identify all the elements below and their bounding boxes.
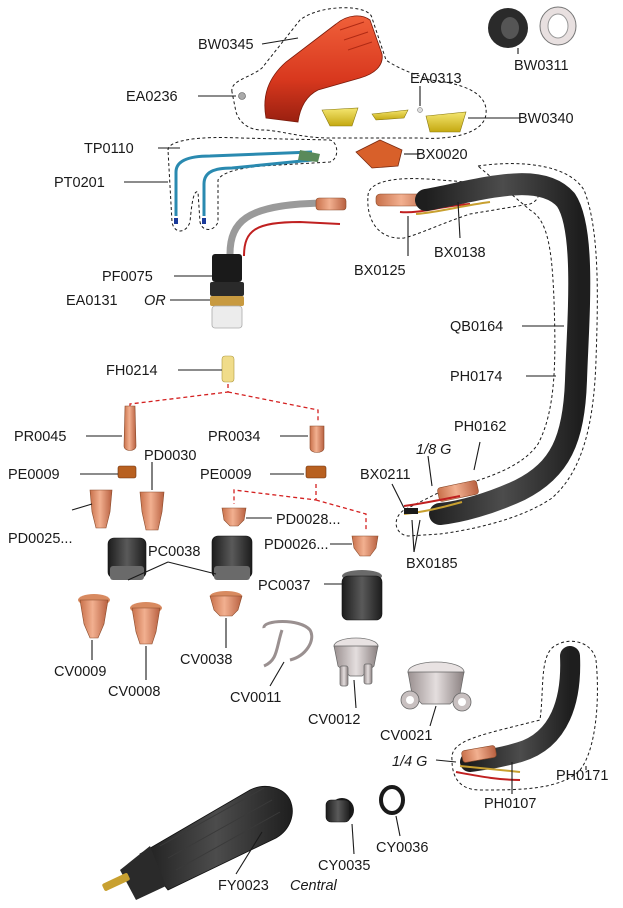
part-fh0214: [221, 355, 235, 383]
tubes-pt0201: [174, 150, 320, 224]
label-ph0171: PH0171: [556, 768, 608, 784]
leader-lines: [71, 37, 587, 875]
label-cv0009: CV0009: [54, 664, 106, 680]
nozzle-pd0026: [351, 535, 379, 557]
label-cy0035: CY0035: [318, 858, 370, 874]
hose-qb0164: [415, 173, 591, 525]
label-bw0340: BW0340: [518, 111, 574, 127]
shield-pc0037: [341, 570, 383, 621]
label-cv0012: CV0012: [308, 712, 360, 728]
label-fh0214: FH0214: [106, 363, 158, 379]
shield-pc0038-left: [107, 537, 147, 580]
label-ph0162: PH0162: [454, 419, 506, 435]
label-pr0034: PR0034: [208, 429, 260, 445]
cables-bx0185: [403, 495, 463, 515]
label-ea0236: EA0236: [126, 89, 178, 105]
part-pe0009-right: [305, 465, 327, 479]
label-pc0038: PC0038: [148, 544, 200, 560]
handle-bw0345: [264, 15, 383, 123]
label-pd0028: PD0028...: [276, 512, 341, 528]
label-pr0045: PR0045: [14, 429, 66, 445]
nozzle-pd0025: [89, 489, 113, 529]
label-bw0345: BW0345: [198, 37, 254, 53]
label-pt0201: PT0201: [54, 175, 105, 191]
label-ph0107: PH0107: [484, 796, 536, 812]
nozzle-pd0030: [139, 491, 165, 531]
clips-bw0340: [321, 107, 467, 133]
ring-cy0036: [379, 785, 405, 815]
label-bw0311: BW0311: [514, 58, 569, 74]
cap-cv0038: [209, 591, 243, 617]
label-cv0008: CV0008: [108, 684, 160, 700]
link-pe0009-pd0028-pd0026: [233, 484, 367, 530]
shield-pc0038-right: [211, 535, 253, 580]
label-fy0023: FY0023: [218, 878, 269, 894]
part-bx0020: [355, 139, 403, 169]
label-ea0131-suffix: OR: [144, 293, 166, 309]
label-cy0036: CY0036: [376, 840, 428, 856]
group-outline-bx0125: [367, 178, 539, 239]
label-ea0313: EA0313: [410, 71, 462, 87]
label-cv0021: CV0021: [380, 728, 432, 744]
label-ph0174: PH0174: [450, 369, 502, 385]
label-pe0009-left: PE0009: [8, 467, 60, 483]
spacer-cv0012: [333, 637, 379, 687]
label-qb0164: QB0164: [450, 319, 503, 335]
group-outline-handle: [231, 7, 487, 139]
cap-cv0009: [78, 594, 110, 639]
torch-body-pf0075: [210, 197, 347, 329]
spacer-cv0021: [400, 661, 472, 712]
label-pe0009-right: PE0009: [200, 467, 252, 483]
label-pc0037: PC0037: [258, 578, 310, 594]
label-cv0011: CV0011: [230, 690, 281, 706]
label-bx0138: BX0138: [434, 245, 486, 261]
nozzle-pd0028: [221, 507, 247, 527]
label-ea0131: EA0131: [66, 293, 118, 309]
group-outline-qb0164: [395, 163, 598, 537]
connector-fy0023: [102, 786, 293, 900]
electrode-pr0045: [123, 405, 137, 451]
label-pd0026: PD0026...: [264, 537, 329, 553]
label-pd0030: PD0030: [144, 448, 196, 464]
group-outline-tubes: [167, 137, 338, 232]
label-tp0110: TP0110: [84, 141, 134, 157]
part-pe0009-left: [117, 465, 137, 479]
link-fh0214-pr0045-pr0034: [129, 384, 319, 422]
label-pd0025: PD0025...: [8, 531, 73, 547]
label-bx0125: BX0125: [354, 263, 406, 279]
group-outline-ph0171: [451, 640, 598, 791]
electrode-pr0034: [309, 425, 325, 453]
cap-cv0008: [130, 602, 162, 645]
part-cy0035: [325, 798, 354, 823]
label-fy0023-suffix: Central: [290, 878, 338, 894]
part-labels: BW0345 EA0236 EA0313 BW0311 BW0340 TP011…: [8, 37, 608, 894]
label-bx0185: BX0185: [406, 556, 458, 572]
screw-ea0236: [238, 92, 246, 100]
label-bx0211: BX0211: [360, 467, 411, 483]
hose-ph0171: [455, 646, 581, 781]
label-one-quarter-g: 1/4 G: [392, 754, 427, 770]
spacer-cv0011: [262, 620, 314, 668]
label-pf0075: PF0075: [102, 269, 153, 285]
label-cv0038: CV0038: [180, 652, 232, 668]
label-bx0020: BX0020: [416, 147, 468, 163]
rings-bw0311: [488, 6, 577, 48]
label-one-eighth-g: 1/8 G: [416, 442, 451, 458]
